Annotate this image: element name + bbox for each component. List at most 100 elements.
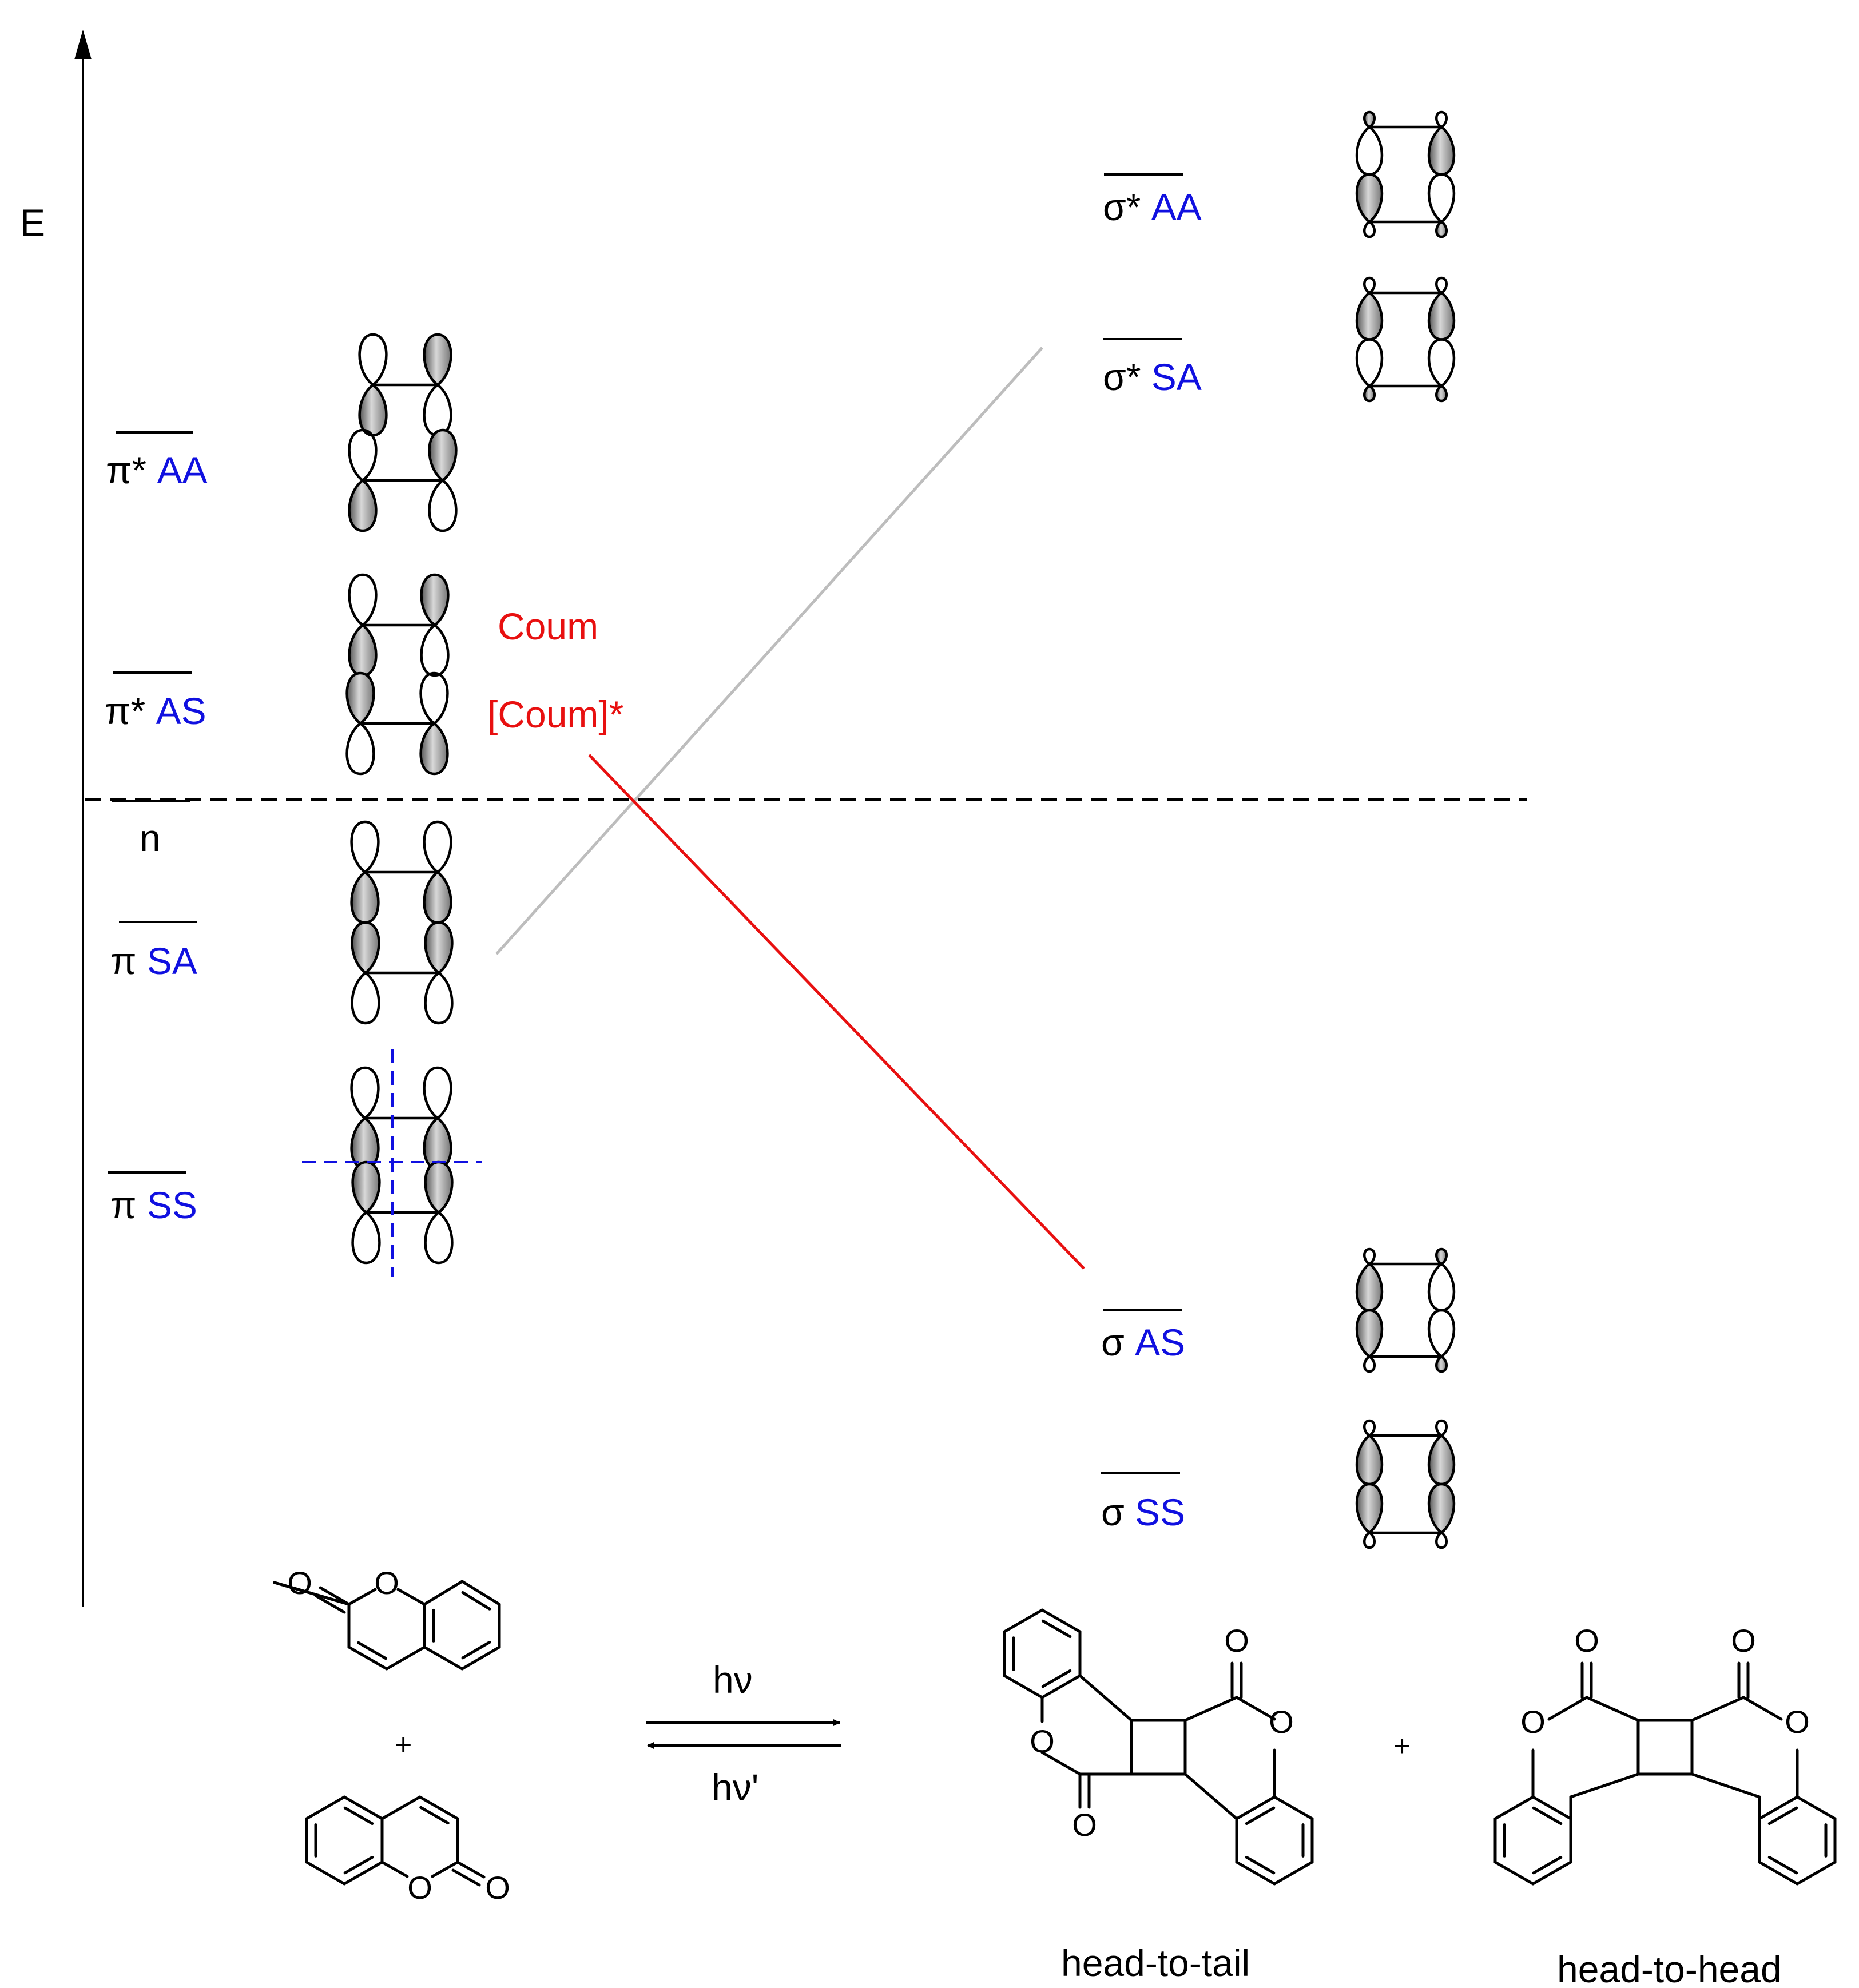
sigma-back-lobe [1435,1247,1448,1266]
orbital-sigma-as [1355,1247,1456,1373]
p-lobe [419,722,449,776]
bond [1767,1806,1798,1826]
bond [1758,1795,1799,1820]
bond [319,1586,351,1606]
bond [1235,1860,1276,1886]
annotation-coum-excited: [Coum]* [487,693,623,735]
level-label-pi-star-aa: π* AA [106,449,208,491]
oxygen-atom: O [1072,1807,1097,1843]
sigma-back-lobe [1363,276,1376,295]
energy-axis-label: E [20,201,45,244]
bond [1547,1696,1588,1721]
reactant-plus: + [395,1728,412,1762]
sigma-back-lobe [1435,384,1448,403]
bond [1003,1674,1044,1699]
p-lobe [348,479,378,532]
p-lobe [350,1116,380,1170]
sigma-lobe [1355,291,1384,341]
p-lobe [423,820,452,874]
bond [1532,1806,1563,1826]
bond [1531,1795,1572,1820]
p-lobe [428,479,458,532]
oxygen-atom: O [374,1565,399,1601]
bond [419,1806,450,1825]
bond [343,1860,384,1886]
p-lobe [420,573,450,627]
bond [1003,1608,1044,1633]
bond [305,1795,346,1820]
p-lobe [423,1116,452,1170]
orbital-sigma-ss [1355,1419,1456,1549]
bond [1078,1674,1133,1722]
bond [1183,1772,1238,1820]
p-lobe [345,671,375,725]
bond [273,1581,351,1606]
level-label-pi-sa: π SA [110,940,197,982]
sigma-lobe [1427,1482,1456,1534]
bond [1273,1860,1314,1886]
oxygen-atom: O [1224,1623,1249,1659]
bond [1796,1860,1837,1886]
bond [380,1795,422,1820]
bond [343,1855,374,1875]
bond [456,1860,486,1879]
bond [305,1860,346,1886]
bond [1796,1795,1837,1820]
sigma-lobe [1355,1434,1384,1486]
level-label-pi-star-as: π* AS [105,690,206,732]
dimer-head-to-tail: O O O O [1003,1608,1314,1886]
bond [347,1645,388,1671]
p-lobe [419,671,449,725]
sigma-back-lobe [1363,1419,1376,1437]
sigma-back-lobe [1363,220,1376,238]
p-lobe [350,870,380,924]
p-lobe [423,383,452,437]
sigma-back-lobe [1363,110,1376,129]
bond [343,1795,384,1820]
p-lobe [424,971,454,1025]
p-lobe [424,1211,454,1265]
bond [380,1860,409,1878]
p-lobe [348,573,378,627]
bond [396,1588,426,1606]
oxygen-atom: O [1030,1723,1055,1759]
oxygen-atom: O [485,1870,510,1906]
p-lobe [351,1160,381,1214]
oxygen-atom: O [1785,1704,1810,1740]
orbital-sigma-star-sa [1355,276,1456,403]
bond [1235,1696,1276,1721]
sigma-back-lobe [1435,1355,1448,1373]
bond [423,1645,464,1671]
level-label-sigma-as: σ AS [1101,1321,1185,1363]
p-lobe [423,1066,452,1120]
p-lobe [428,428,458,482]
bond [460,1580,501,1606]
oxygen-atom: O [1269,1704,1294,1740]
sigma-back-lobe [1435,1419,1448,1437]
p-lobe [351,971,380,1025]
bond [1493,1860,1535,1886]
level-label-sigma-star-sa: σ* SA [1103,356,1202,398]
product-label-head-to-head: head-to-head [1557,1948,1782,1988]
bond [1767,1855,1798,1875]
correlation-line-gray [495,347,1043,955]
oxygen-atom: O [407,1870,432,1906]
sigma-back-lobe [1435,110,1448,129]
bond [451,1868,481,1887]
oxygen-atom: O [1574,1623,1599,1659]
oxygen-atom: O [1731,1623,1756,1659]
bond [1040,1608,1082,1633]
bond [314,1594,346,1614]
bond [357,1641,387,1660]
p-lobe [424,921,454,975]
energy-axis-arrowhead [74,30,92,59]
bond [385,1645,426,1671]
bond [460,1645,501,1671]
sigma-lobe [1427,125,1456,176]
bond [1532,1855,1563,1875]
sigma-lobe [1427,1434,1456,1486]
